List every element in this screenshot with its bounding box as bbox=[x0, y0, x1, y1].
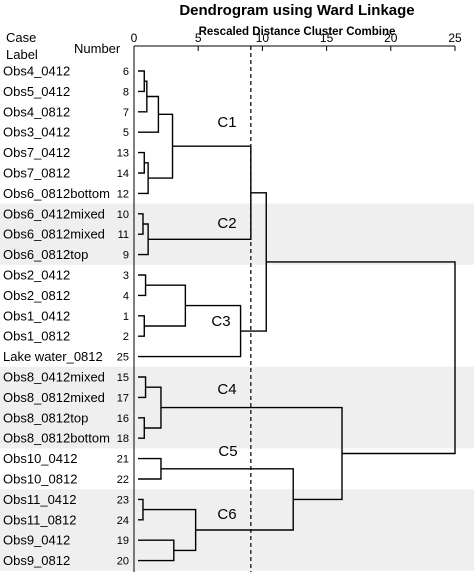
leaf-number: 14 bbox=[117, 168, 129, 180]
x-tick-label: 20 bbox=[384, 31, 398, 45]
x-tick-label: 15 bbox=[320, 31, 334, 45]
leaf-label: Obs11_0412 bbox=[3, 492, 77, 507]
cluster-label: C5 bbox=[218, 443, 237, 460]
leaf-number: 15 bbox=[117, 372, 129, 384]
dendrogram-tree bbox=[138, 70, 456, 562]
x-tick-label: 25 bbox=[448, 31, 462, 45]
leaf-number: 19 bbox=[117, 535, 129, 547]
leaf-number: 4 bbox=[123, 290, 129, 302]
dendrogram-link bbox=[138, 70, 145, 93]
leaf-label: Obs5_0412 bbox=[3, 84, 70, 99]
leaf-number: 3 bbox=[123, 270, 129, 282]
leaf-number: 11 bbox=[118, 229, 129, 241]
leaf-number: 10 bbox=[117, 209, 129, 221]
cluster-label: C2 bbox=[217, 215, 236, 232]
leaf-label: Obs6_0412mixed bbox=[3, 206, 105, 221]
leaf-number: 18 bbox=[117, 433, 129, 445]
x-tick-label: 10 bbox=[256, 31, 270, 45]
leaf-label: Obs8_0812top bbox=[3, 410, 88, 425]
leaf-label: Obs1_0412 bbox=[3, 308, 70, 323]
dendrogram-link bbox=[138, 274, 147, 297]
dendrogram-link bbox=[138, 151, 145, 174]
leaf-number: 24 bbox=[117, 515, 129, 527]
x-axis: 0 5 10 15 20 25 bbox=[131, 31, 462, 572]
leaf-label: Obs6_0812bottom bbox=[3, 186, 110, 201]
leaf-label: Obs7_0812 bbox=[3, 166, 70, 181]
cluster-label: C4 bbox=[217, 381, 236, 398]
leaf-label: Obs10_0812 bbox=[3, 472, 77, 487]
leaf-label: Obs6_0812mixed bbox=[3, 227, 105, 242]
header-label: Label bbox=[6, 47, 38, 62]
leaf-label: Obs8_0412mixed bbox=[3, 370, 105, 385]
chart-title: Dendrogram using Ward Linkage bbox=[179, 2, 414, 19]
leaf-number: 1 bbox=[123, 311, 129, 323]
leaf-label: Lake water_0812 bbox=[3, 349, 103, 364]
leaf-number: 2 bbox=[123, 331, 129, 343]
leaf-number: 20 bbox=[117, 556, 129, 568]
dendrogram-link bbox=[266, 261, 456, 455]
x-tick-label: 5 bbox=[195, 31, 202, 45]
leaf-number: 21 bbox=[117, 454, 129, 466]
leaf-number: 23 bbox=[117, 494, 129, 506]
cluster-band bbox=[0, 203, 474, 265]
leaf-label: Obs4_0412 bbox=[3, 64, 70, 79]
header-number: Number bbox=[74, 41, 121, 56]
leaf-label: Obs7_0412 bbox=[3, 145, 70, 160]
leaf-label: Obs9_0812 bbox=[3, 553, 70, 568]
cluster-label: C1 bbox=[217, 114, 236, 131]
leaf-number: 8 bbox=[123, 86, 129, 98]
leaf-label: Obs6_0812top bbox=[3, 247, 88, 262]
dendrogram-link bbox=[148, 113, 174, 179]
chart-subtitle: Rescaled Distance Cluster Combine bbox=[199, 26, 396, 38]
dendrogram-link bbox=[138, 457, 162, 480]
leaf-number: 12 bbox=[117, 188, 129, 200]
leaf-number: 22 bbox=[117, 474, 129, 486]
leaf-label: Obs4_0812 bbox=[3, 104, 70, 119]
dendrogram-link bbox=[138, 80, 148, 113]
dendrogram-link bbox=[144, 284, 187, 327]
dendrogram-link bbox=[138, 315, 145, 337]
header-case: Case bbox=[6, 30, 36, 45]
leaf-number: 5 bbox=[123, 127, 129, 139]
leaf-label: Obs11_0812 bbox=[3, 512, 77, 527]
leaf-label: Obs1_0812 bbox=[3, 329, 70, 344]
leaf-label: Obs9_0412 bbox=[3, 533, 70, 548]
leaf-number: 6 bbox=[123, 66, 129, 78]
leaf-label: Obs8_0812bottom bbox=[3, 431, 110, 446]
leaf-number: 16 bbox=[117, 413, 129, 425]
leaf-label: Obs2_0412 bbox=[3, 268, 70, 283]
x-tick-label: 0 bbox=[131, 31, 138, 45]
leaf-label: Obs2_0812 bbox=[3, 288, 70, 303]
leaf-number: 13 bbox=[117, 148, 129, 160]
cluster-label: C6 bbox=[217, 506, 236, 523]
leaf-number: 25 bbox=[117, 352, 129, 364]
leaf-label: Obs10_0412 bbox=[3, 451, 77, 466]
leaf-label: Obs3_0412 bbox=[3, 125, 70, 140]
cluster-label: C3 bbox=[211, 313, 230, 330]
dendrogram-link bbox=[138, 162, 149, 195]
dendrogram-link bbox=[138, 95, 160, 133]
leaf-number: 9 bbox=[123, 250, 129, 262]
leaf-label: Obs8_0812mixed bbox=[3, 390, 105, 405]
leaf-number: 17 bbox=[117, 392, 129, 404]
leaf-number: 7 bbox=[123, 107, 129, 119]
